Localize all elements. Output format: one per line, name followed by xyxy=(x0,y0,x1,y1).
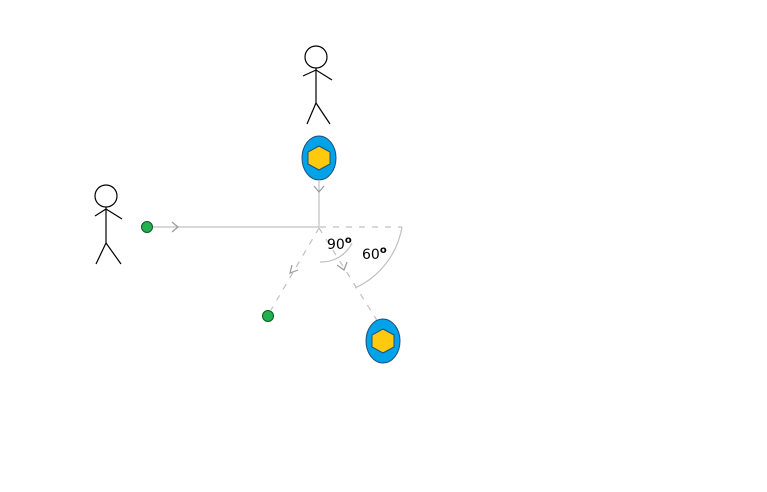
angle-arc-90 xyxy=(319,242,353,263)
puck-final xyxy=(365,318,401,364)
puck-direction-arrow-after xyxy=(336,261,348,271)
puck-path-after xyxy=(318,227,379,323)
ball-path-after xyxy=(270,227,320,311)
angle-arc-60 xyxy=(354,226,403,289)
puck-initial xyxy=(301,135,337,181)
ball-direction-arrow-right xyxy=(171,221,179,233)
angle-label-90: 90o xyxy=(327,235,352,253)
ball-initial xyxy=(141,221,153,233)
ball-final xyxy=(262,310,274,322)
puck-direction-arrow-down xyxy=(313,185,325,193)
angle-label-60: 60o xyxy=(362,245,387,263)
puck-initial-hexagon xyxy=(307,145,331,171)
ball-direction-arrow-after xyxy=(289,264,299,274)
stick-figure-top xyxy=(302,45,333,125)
puck-final-hexagon xyxy=(371,328,395,354)
stick-figure-left xyxy=(94,184,123,265)
